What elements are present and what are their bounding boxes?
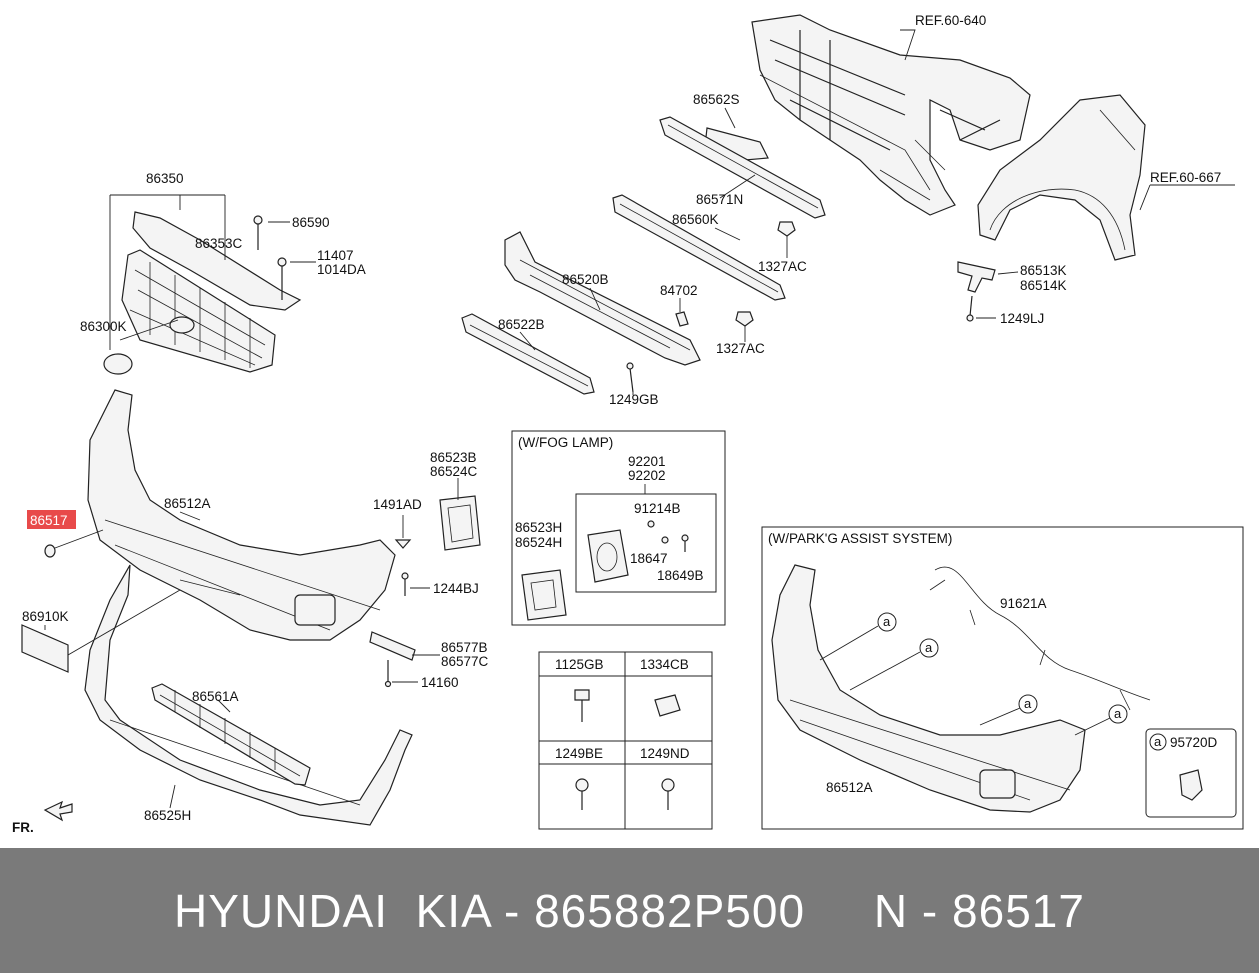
park-assist-title: (W/PARK'G ASSIST SYSTEM)	[768, 531, 952, 546]
part-86590-label: 86590	[292, 215, 330, 230]
part-86353c-label: 86353C	[195, 236, 243, 251]
part-number-footer: HYUNDAI KIA - 865882P500 N - 86517	[0, 848, 1259, 973]
fog-lamp-subframe	[575, 493, 717, 593]
part-86523h-label: 86523H	[515, 520, 562, 535]
part-86562s-label: 86562S	[693, 92, 740, 107]
part-86513k-label: 86513K	[1020, 263, 1067, 278]
part-86577c-label: 86577C	[441, 654, 489, 669]
part-86523b-label: 86523B	[430, 450, 477, 465]
part-86512a-label: 86512A	[164, 496, 211, 511]
tapping-screw-icon	[575, 778, 589, 792]
part-84702-label: 84702	[660, 283, 698, 298]
part-18649b-label: 18649B	[657, 568, 704, 583]
spring-clip-icon	[654, 694, 681, 717]
part-86561a-label: 86561A	[192, 689, 239, 704]
part-86514k-label: 86514K	[1020, 278, 1067, 293]
part-92202-label: 92202	[628, 468, 666, 483]
part-1244bj-label: 1244BJ	[433, 581, 479, 596]
callout-a-2: a	[925, 640, 933, 655]
part-95720d-label: 95720D	[1170, 735, 1218, 750]
part-86910k-label: 86910K	[22, 609, 69, 624]
fog-lamp-title: (W/FOG LAMP)	[518, 435, 613, 450]
part-86524c-label: 86524C	[430, 464, 478, 479]
front-bumper-drawing	[21, 389, 481, 826]
callout-a-5: a	[1154, 734, 1162, 749]
part-1249lj-label: 1249LJ	[1000, 311, 1044, 326]
part-18647-label: 18647	[630, 551, 668, 566]
ref-60-667-label: REF.60-667	[1150, 170, 1221, 185]
fastener-header-1249nd: 1249ND	[640, 746, 690, 761]
tapping-screw-icon-2	[661, 778, 675, 792]
part-86350-label: 86350	[146, 171, 184, 186]
part-86520b-label: 86520B	[562, 272, 609, 287]
part-14160-label: 14160	[421, 675, 459, 690]
leader-lines	[44, 29, 1235, 809]
part-92201-label: 92201	[628, 454, 666, 469]
part-86560k-label: 86560K	[672, 212, 719, 227]
part-1491ad-label: 1491AD	[373, 497, 422, 512]
callout-a-1: a	[883, 614, 891, 629]
radiator-grille-drawing	[103, 211, 302, 375]
flange-bolt-icon	[574, 689, 590, 701]
callout-a-4: a	[1114, 706, 1122, 721]
fastener-header-1125gb: 1125GB	[555, 657, 604, 672]
part-86525h-label: 86525H	[144, 808, 191, 823]
part-91214b-label: 91214B	[634, 501, 681, 516]
part-86300k-label: 86300K	[80, 319, 127, 334]
part-1014da-label: 1014DA	[317, 262, 366, 277]
park-assist-inset: (W/PARK'G ASSIST SYSTEM) 91621A 86512A a…	[761, 526, 1244, 830]
ref-60-640-label: REF.60-640	[915, 13, 986, 28]
fender-drawing	[977, 94, 1146, 261]
fastener-table: 1125GB 1334CB 1249BE 1249ND	[538, 651, 713, 830]
highlight-box	[27, 510, 76, 529]
parts-diagram: REF.60-640 REF.60-667 86562S 86571N 8656…	[12, 13, 1244, 835]
beams-drawing	[461, 116, 996, 395]
fog-lamp-inset: (W/FOG LAMP) 92201 92202 91214B 86523H 8…	[511, 430, 726, 626]
callout-a-3: a	[1024, 696, 1032, 711]
part-86577b-label: 86577B	[441, 640, 488, 655]
part-1327ac-label-2: 1327AC	[716, 341, 765, 356]
fastener-header-1249be: 1249BE	[555, 746, 603, 761]
front-direction-label: FR.	[12, 820, 34, 835]
fastener-header-1334cb: 1334CB	[640, 657, 689, 672]
park-assist-frame	[761, 526, 1244, 830]
part-1249gb-label: 1249GB	[609, 392, 659, 407]
part-86512a-park-label: 86512A	[826, 780, 873, 795]
part-86522b-label: 86522B	[498, 317, 545, 332]
part-91621a-label: 91621A	[1000, 596, 1047, 611]
part-86517-label: 86517	[30, 513, 68, 528]
fog-lamp-frame	[511, 430, 726, 626]
part-11407-label: 11407	[317, 248, 354, 263]
part-1327ac-label: 1327AC	[758, 259, 807, 274]
footer-text: HYUNDAI KIA - 865882P500 N - 86517	[174, 884, 1085, 937]
radiator-support-drawing	[751, 14, 1031, 216]
part-86524h-label: 86524H	[515, 535, 562, 550]
parking-sensor-icon	[1179, 769, 1203, 801]
sensor-subframe	[1145, 728, 1237, 818]
part-86571n-label: 86571N	[696, 192, 743, 207]
